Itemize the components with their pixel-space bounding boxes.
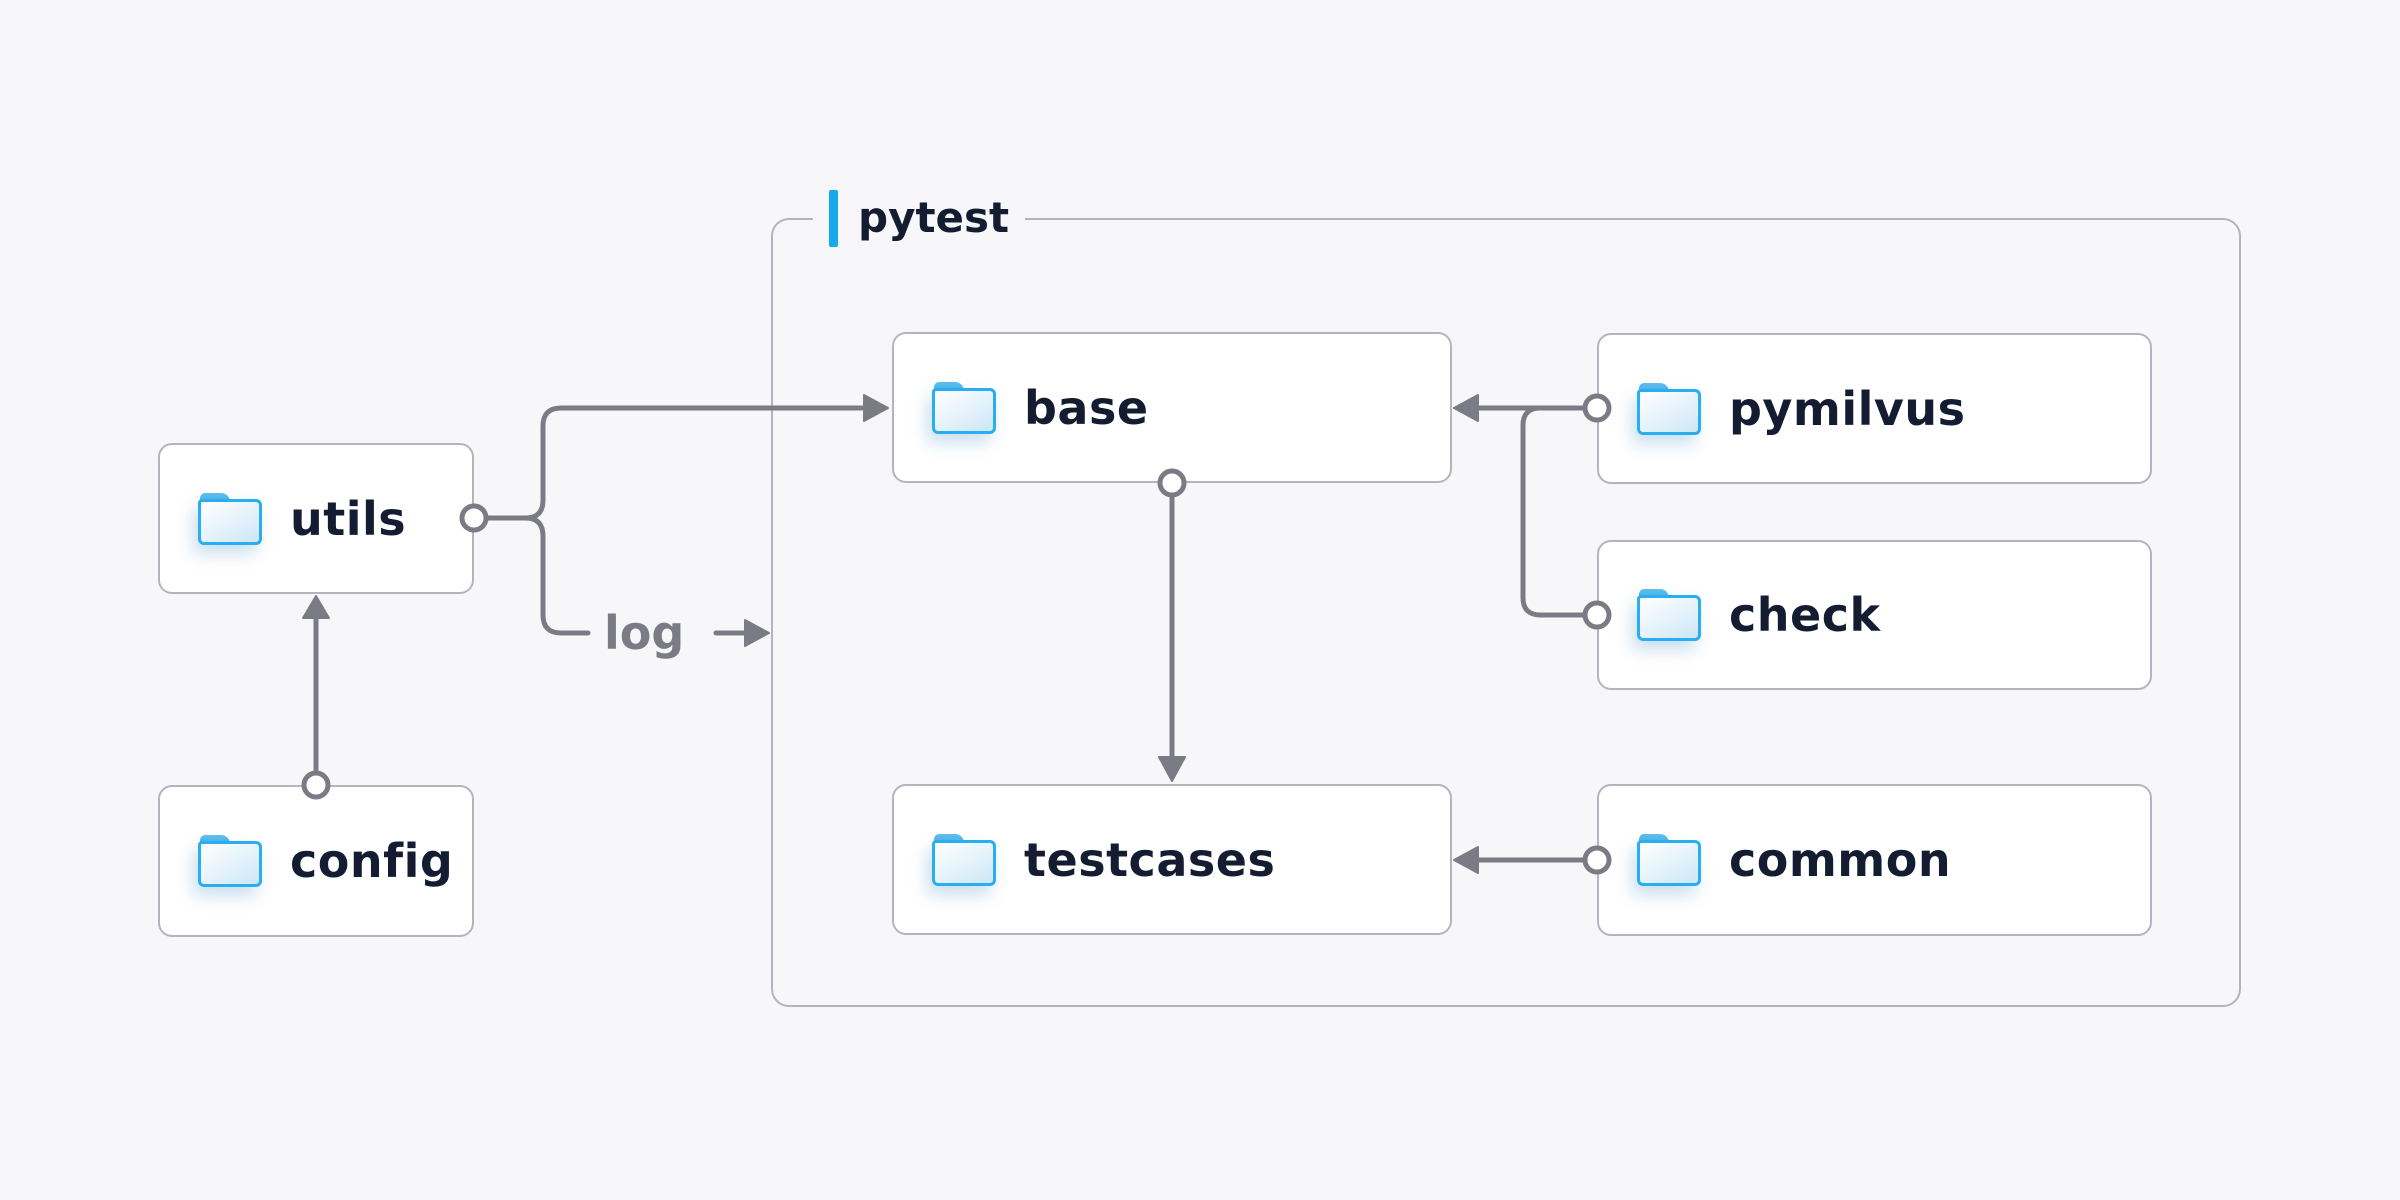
node-pymilvus: pymilvus bbox=[1597, 333, 2152, 484]
folder-icon bbox=[1637, 589, 1701, 641]
node-check: check bbox=[1597, 540, 2152, 690]
node-base-label: base bbox=[1024, 380, 1149, 435]
node-pymilvus-label: pymilvus bbox=[1729, 381, 1966, 436]
node-testcases: testcases bbox=[892, 784, 1452, 935]
node-utils: utils bbox=[158, 443, 474, 594]
folder-icon bbox=[198, 492, 262, 545]
node-config-label: config bbox=[290, 834, 454, 888]
node-common-label: common bbox=[1729, 833, 1952, 887]
folder-icon bbox=[1637, 834, 1701, 886]
pytest-label-text: pytest bbox=[858, 193, 1010, 242]
node-utils-label: utils bbox=[290, 491, 407, 546]
node-base: base bbox=[892, 332, 1452, 483]
arrowhead-right-icon bbox=[744, 619, 770, 647]
pytest-group-label: pytest bbox=[813, 189, 1026, 247]
node-common: common bbox=[1597, 784, 2152, 936]
pytest-group: pytest bbox=[771, 189, 2241, 1007]
folder-icon bbox=[932, 833, 996, 886]
folder-icon bbox=[932, 381, 996, 434]
folder-icon bbox=[1637, 382, 1701, 435]
log-edge-label: log bbox=[604, 606, 685, 660]
edge-utils-log-line bbox=[523, 515, 591, 636]
accent-bar-icon bbox=[829, 189, 838, 247]
folder-icon bbox=[198, 835, 262, 887]
arrowhead-up-icon bbox=[302, 595, 330, 619]
node-testcases-label: testcases bbox=[1024, 832, 1276, 887]
node-config: config bbox=[158, 785, 474, 937]
node-check-label: check bbox=[1729, 588, 1881, 642]
